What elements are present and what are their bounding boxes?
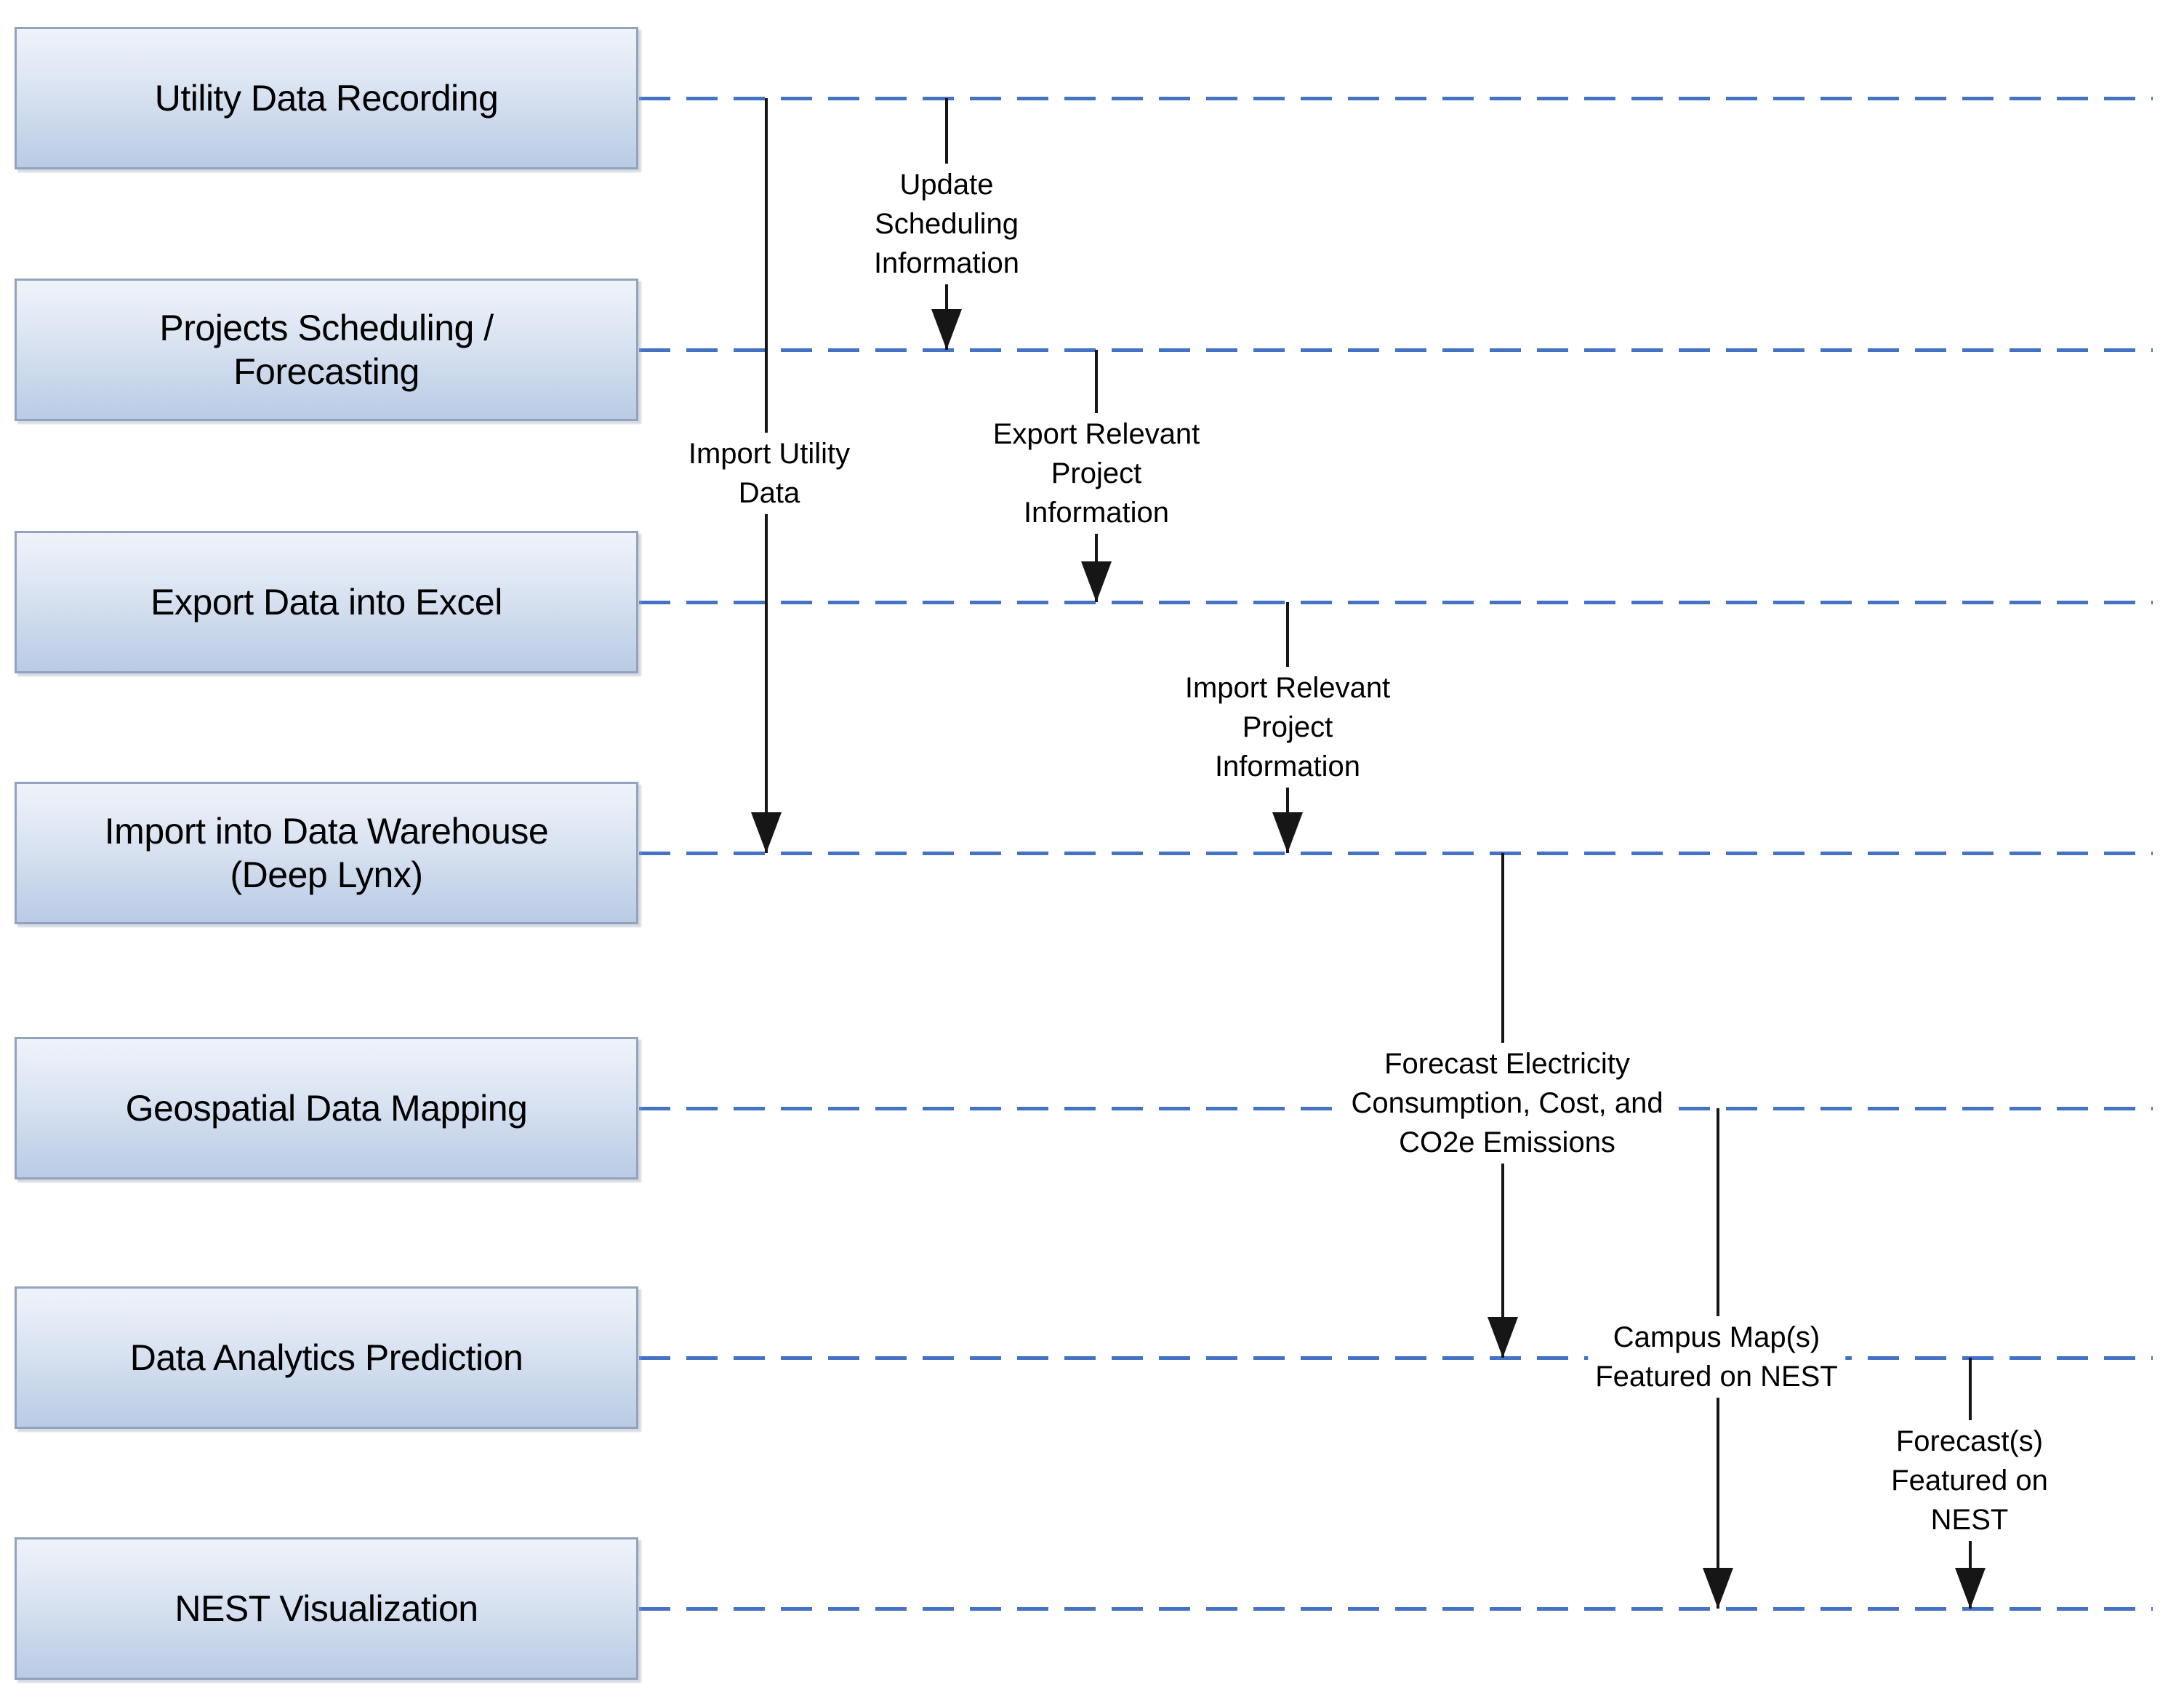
lane-box-label: Geospatial Data Mapping [125,1088,528,1129]
flow-label-line: NEST [1930,1504,2009,1536]
flow-label-line: Export Relevant [992,418,1200,450]
arrowhead-down-icon [1081,561,1112,602]
flow-label-line: Forecast(s) [1895,1425,2044,1457]
arrowhead-down-icon [931,309,962,350]
lane-box-utility-data-recording: Utility Data Recording [15,27,638,169]
flow-label-line: Campus Map(s) [1613,1321,1820,1353]
arrowhead-down-icon [1703,1568,1733,1609]
flow-label-line: Update [899,169,994,201]
flow-label: Campus Map(s) Featured on NEST [1588,1316,1845,1398]
flow-label-line: Featured on NEST [1595,1361,1838,1393]
flow-label: Update Scheduling Information [866,164,1027,284]
lane-box-nest-visualization: NEST Visualization [15,1537,638,1680]
flow-label-line: Consumption, Cost, and [1351,1087,1663,1119]
lane-box-label: (Deep Lynx) [230,854,423,895]
lifeline-utility-data-recording [639,97,2153,100]
flow-label-line: Project [1242,711,1333,743]
flow-label: Import Relevant Project Information [1177,667,1398,788]
lane-box-export-data-into-excel: Export Data into Excel [15,531,638,673]
flow-label: Forecast(s) Featured on NEST [1884,1420,2055,1541]
lane-box-label: Import into Data Warehouse [104,811,549,852]
lifeline-nest-visualization [639,1607,2153,1611]
arrowhead-down-icon [1488,1317,1518,1358]
lane-box-geospatial-data-mapping: Geospatial Data Mapping [15,1037,638,1180]
arrowhead-down-icon [1272,812,1303,853]
flow-label-line: Import Relevant [1184,672,1391,704]
lane-box-projects-scheduling: Projects Scheduling / Forecasting [15,279,638,421]
flow-label: Forecast Electricity Consumption, Cost, … [1344,1043,1671,1164]
lane-box-label: Export Data into Excel [150,582,502,622]
lane-box-label: Projects Scheduling / [159,308,494,348]
flow-label-line: Import Utility [688,438,851,470]
lane-box-data-analytics-prediction: Data Analytics Prediction [15,1286,638,1429]
lifeline-data-analytics-prediction [639,1356,2153,1360]
lane-box-label: Forecasting [233,351,419,392]
flow-label-line: CO2e Emissions [1399,1126,1615,1158]
flow-label: Export Relevant Project Information [985,413,1208,534]
flow-label-line: Featured on [1891,1465,2048,1497]
lane-box-label: Data Analytics Prediction [129,1337,523,1378]
flow-label: Import Utility Data [681,433,858,514]
flow-label-line: Information [1214,750,1361,782]
flow-label-line: Project [1051,457,1142,489]
lifeline-import-data-warehouse [639,852,2153,855]
lifeline-projects-scheduling [639,348,2153,352]
arrowhead-down-icon [751,812,782,853]
flow-label-line: Forecast Electricity [1384,1048,1630,1080]
flow-label-line: Information [873,247,1020,279]
lane-box-import-data-warehouse: Import into Data Warehouse (Deep Lynx) [15,782,638,924]
flow-label-line: Data [738,477,800,509]
lifeline-export-data-into-excel [639,601,2153,604]
lane-box-label: NEST Visualization [174,1588,478,1629]
flow-label-line: Information [1023,497,1170,529]
lane-box-label: Utility Data Recording [154,78,499,119]
flow-label-line: Scheduling [875,208,1019,240]
arrowhead-down-icon [1955,1568,1986,1609]
